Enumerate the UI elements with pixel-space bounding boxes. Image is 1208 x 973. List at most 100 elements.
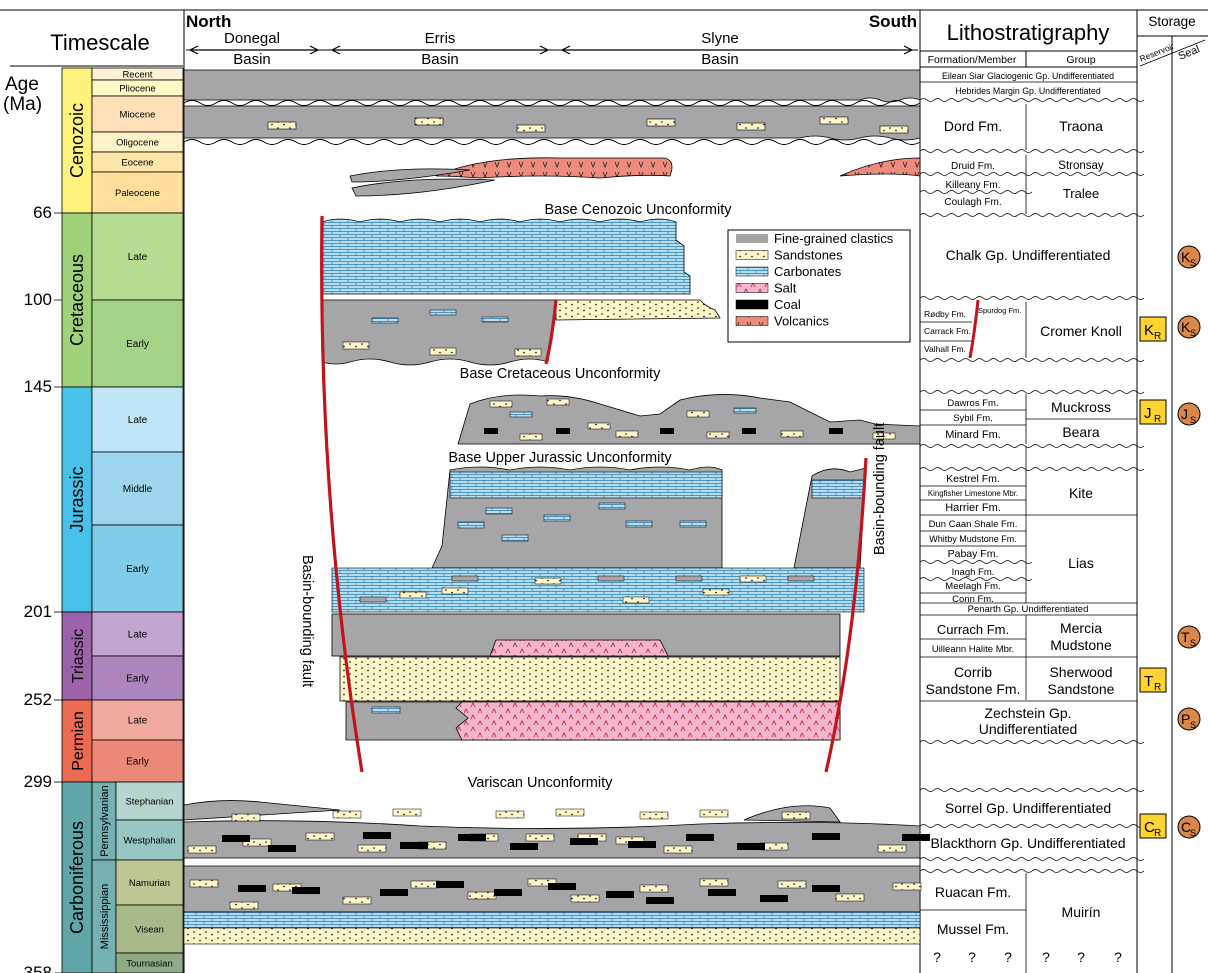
storage-title: Storage <box>1148 14 1195 29</box>
unconformity-pliocene <box>184 101 920 106</box>
litho-currach-fm: Currach Fm. <box>937 622 1009 637</box>
layer-middle-jurassic-east-carbonate <box>812 480 864 498</box>
stage-label-16: Westphalian <box>123 836 175 847</box>
age-tick-201: 201 <box>24 602 52 621</box>
era-label-permian: Permian <box>70 711 87 771</box>
litho-zechstein: Zechstein Gp. <box>984 705 1071 721</box>
basin-erris-sub: Basin <box>421 51 459 68</box>
litho-kestrel-fm: Kestrel Fm. <box>946 473 1000 485</box>
seal-letter-2: J <box>1181 406 1188 422</box>
litho-kite: Kite <box>1069 485 1093 501</box>
stage-label-14: Early <box>126 757 149 768</box>
litho-sorrel-gp: Sorrel Gp. Undifferentiated <box>945 800 1111 816</box>
litho-sybil-fm: Sybil Fm. <box>953 413 993 424</box>
litho-ruacan-fm: Ruacan Fm. <box>935 884 1011 900</box>
litho-unknown-mark-5: ? <box>1114 949 1122 965</box>
reservoir-letter-0: K <box>1144 322 1154 339</box>
reservoir-sub-0: R <box>1154 331 1161 342</box>
base-cretaceous-unconformity-label: Base Cretaceous Unconformity <box>460 366 661 382</box>
stage-label-13: Late <box>128 716 148 727</box>
litho-unknown-mark-2: ? <box>1004 949 1012 965</box>
age-tick-100: 100 <box>24 290 52 309</box>
layer-middle-jurassic-carbonate <box>450 472 722 498</box>
subperiod-label-pennsylvanian: Pennsylvanian <box>99 785 111 857</box>
litho-pabay-fm: Pabay Fm. <box>948 548 999 560</box>
unconformity-miocene-base <box>184 140 920 145</box>
base-upper-jurassic-unconformity-label: Base Upper Jurassic Unconformity <box>448 450 672 466</box>
stage-label-18: Visean <box>135 925 164 936</box>
reservoir-sub-3: R <box>1154 828 1161 839</box>
litho-sherwood: Sherwood <box>1049 664 1112 680</box>
legend-swatch-1 <box>736 251 768 260</box>
litho-mercia: Mercia <box>1060 620 1102 636</box>
litho-dawros-fm: Dawros Fm. <box>947 398 998 409</box>
litho-zechstein-undiff: Undifferentiated <box>979 721 1078 737</box>
litho-mudstone: Mudstone <box>1050 637 1112 653</box>
stage-label-15: Stephanian <box>125 797 173 808</box>
litho-hebrides-margin: Hebrides Margin Gp. Undifferentiated <box>955 86 1101 96</box>
layer-chalk <box>322 219 690 294</box>
stage-label-17: Namurian <box>129 878 170 889</box>
basin-donegal-name: Donegal <box>224 30 280 47</box>
litho-muckross: Muckross <box>1051 399 1111 415</box>
fault-label-east: Basin-bounding fault <box>872 423 888 555</box>
litho-inagh-fm: Inagh Fm. <box>952 567 995 578</box>
stage-label-4: Eocene <box>121 158 153 169</box>
stage-label-19: Tournasian <box>126 959 172 970</box>
age-label: Age <box>5 74 39 95</box>
basin-slyne-name: Slyne <box>701 30 739 47</box>
reservoir-sub-1: R <box>1154 414 1161 425</box>
era-label-cenozoic: Cenozoic <box>67 103 87 178</box>
age-unit-label: (Ma) <box>3 94 42 115</box>
litho-dun-caan-fm: Dun Caan Shale Fm. <box>929 519 1018 530</box>
legend-label-2: Carbonates <box>774 264 842 279</box>
litho-col-formation: Formation/Member <box>928 54 1017 66</box>
litho-valhall-fm: Valhall Fm. <box>924 344 966 354</box>
layer-visean-carbonate <box>184 912 920 928</box>
legend-label-0: Fine-grained clastics <box>774 231 894 246</box>
fault-label-west: Basin-bounding fault <box>299 555 315 687</box>
legend-swatch-0 <box>736 234 768 243</box>
timescale-title: Timescale <box>50 30 149 55</box>
litho-meelagh-fm: Meelagh Fm. <box>945 581 1000 592</box>
litho-unknown-mark-4: ? <box>1077 949 1085 965</box>
litho-kingfisher-mbr: Kingfisher Limestone Mbr. <box>928 489 1018 498</box>
stage-label-6: Late <box>128 252 148 263</box>
litho-coulagh-fm: Coulagh Fm. <box>944 197 1001 208</box>
litho-killeany-fm: Killeany Fm. <box>945 180 1000 191</box>
litho-eilean-siar: Eilean Siar Glaciogenic Gp. Undifferenti… <box>942 71 1114 81</box>
reservoir-letter-1: J <box>1144 405 1152 422</box>
storage-col-reservoir: Reservoir <box>1138 41 1176 64</box>
litho-lias: Lias <box>1068 555 1094 571</box>
stage-label-7: Early <box>126 339 149 350</box>
litho-harrier-fm: Harrier Fm. <box>945 502 1001 514</box>
storage-col-seal: Seal <box>1177 43 1202 62</box>
zechstein-carbonate-lens <box>372 707 400 713</box>
age-tick-66: 66 <box>33 203 52 222</box>
litho-mussel-fm: Mussel Fm. <box>937 921 1009 937</box>
seal-sub-3: S <box>1190 638 1196 648</box>
legend-label-4: Coal <box>774 297 801 312</box>
layer-recent-clastics <box>184 70 920 102</box>
reservoir-letter-2: T <box>1144 673 1153 690</box>
era-label-cretaceous: Cretaceous <box>67 254 87 346</box>
basin-donegal-sub: Basin <box>233 51 271 68</box>
variscan-unconformity-label: Variscan Unconformity <box>468 775 614 791</box>
litho-title: Lithostratigraphy <box>947 20 1110 45</box>
stage-label-2: Miocene <box>120 110 156 121</box>
stage-label-11: Late <box>128 630 148 641</box>
layer-stephanian-wedge <box>184 801 340 820</box>
legend-swatch-3 <box>736 284 768 293</box>
litho-col-group: Group <box>1066 54 1095 66</box>
legend-swatch-5 <box>736 317 768 326</box>
litho-beara: Beara <box>1062 424 1100 440</box>
layer-volcanics-erris <box>436 158 672 178</box>
legend-label-1: Sandstones <box>774 248 843 263</box>
age-tick-299: 299 <box>24 772 52 791</box>
layer-lias-carbonate <box>332 568 864 612</box>
layer-tournaisian-sand <box>184 928 920 944</box>
litho-corrib: Corrib <box>954 664 992 680</box>
stage-label-10: Early <box>126 564 149 575</box>
seal-letter-4: P <box>1181 711 1190 727</box>
